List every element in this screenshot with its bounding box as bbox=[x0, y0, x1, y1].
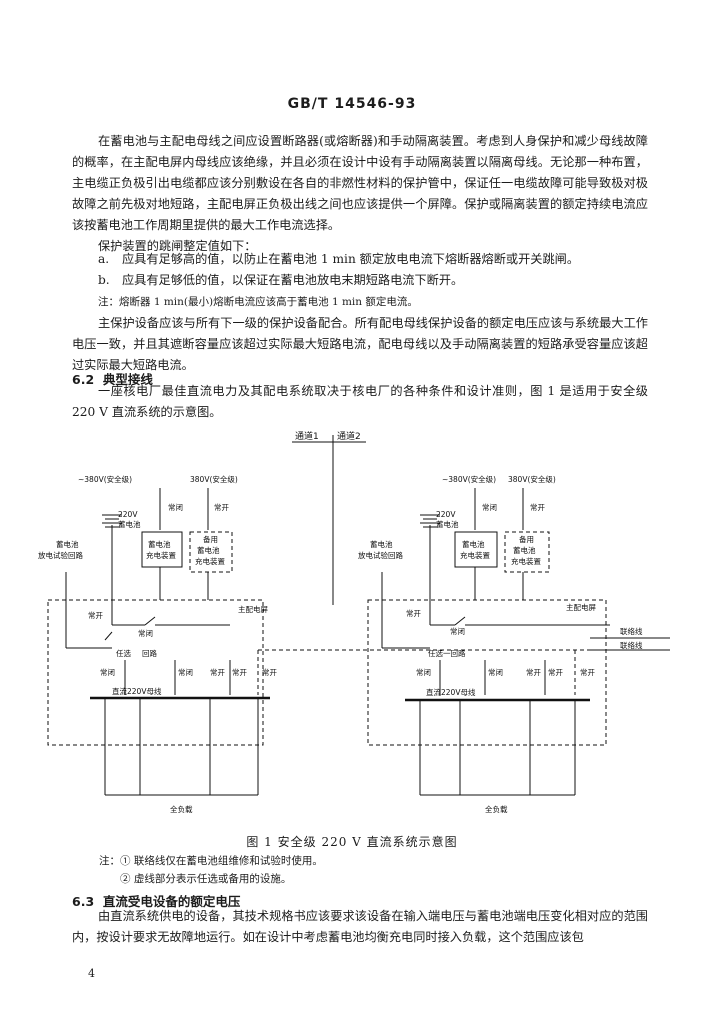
list-text-a: 应具有足够高的值，以防止在蓄电池 1 min 额定放电电流下熔断器熔断或开关跳闸… bbox=[122, 252, 580, 266]
right-test-loop-line-1: 蓄电池 bbox=[370, 539, 393, 549]
right-nc-1: 常闭 bbox=[482, 503, 497, 512]
figure-note-2: ② 虚线部分表示任选或备用的设施。 bbox=[120, 873, 292, 885]
right-tie-line-2: 联络线 bbox=[620, 640, 643, 650]
section-title: 典型接线 bbox=[102, 372, 153, 387]
right-no-4: 常开 bbox=[548, 668, 563, 677]
channel-1-label: 通道1 bbox=[295, 430, 319, 442]
left-charger-line-1: 蓄电池 bbox=[148, 539, 171, 549]
left-nc-1: 常闭 bbox=[168, 503, 183, 512]
left-charger-line-2: 充电装置 bbox=[146, 550, 176, 560]
left-full-load: 全负载 bbox=[170, 804, 193, 814]
right-ac-supply-1: ~380V(安全级) bbox=[442, 474, 496, 484]
list-marker-b: b. bbox=[98, 273, 110, 287]
page-number: 4 bbox=[88, 967, 95, 980]
left-nc-4: 常闭 bbox=[178, 668, 193, 677]
right-nc-4: 常闭 bbox=[488, 668, 503, 677]
left-ac-supply-1: ~380V(安全级) bbox=[78, 474, 132, 484]
left-no-1: 常开 bbox=[214, 503, 229, 512]
left-loop: 回路 bbox=[142, 648, 157, 658]
right-spare-charger-line-3: 充电装置 bbox=[511, 556, 541, 566]
right-optional-loop: 任选一回路 bbox=[428, 648, 466, 658]
left-spare-charger-line-2: 蓄电池 bbox=[197, 545, 220, 555]
left-spare-charger-line-3: 充电装置 bbox=[195, 556, 225, 566]
right-no-3: 常开 bbox=[526, 668, 541, 677]
right-main-panel: 主配电屏 bbox=[566, 602, 596, 612]
left-dc-bus: 直流220V母线 bbox=[112, 686, 162, 696]
paragraph-typical-wiring: 一座核电厂最佳直流电力及其配电系统取决于核电厂的各种条件和设计准则，图 1 是适… bbox=[72, 384, 648, 419]
right-dc-bus: 直流220V母线 bbox=[426, 687, 476, 697]
right-spare-charger-line-2: 蓄电池 bbox=[513, 545, 536, 555]
left-no-4: 常开 bbox=[232, 668, 247, 677]
right-tie-line-1: 联络线 bbox=[620, 626, 643, 636]
left-no-5: 常开 bbox=[262, 668, 277, 677]
right-nc-3: 常闭 bbox=[416, 668, 431, 677]
right-battery-voltage: 220V bbox=[436, 510, 456, 519]
figure-caption: 图 1 安全级 220 V 直流系统示意图 bbox=[246, 835, 458, 849]
left-battery-voltage: 220V bbox=[118, 510, 138, 519]
left-no-2: 常开 bbox=[88, 611, 103, 620]
right-spare-charger-line-1: 备用 bbox=[519, 534, 534, 544]
right-test-loop-line-2: 放电试验回路 bbox=[358, 550, 403, 560]
right-battery-label: 蓄电池 bbox=[436, 519, 459, 529]
paragraph-coordination: 主保护设备应该与所有下一级的保护设备配合。所有配电母线保护设备的额定电压应该与系… bbox=[72, 316, 648, 372]
right-no-2: 常开 bbox=[406, 609, 421, 618]
figure-note-1: 注：① 联络线仅在蓄电池组维修和试验时使用。 bbox=[99, 855, 323, 867]
left-nc-2: 常闭 bbox=[138, 629, 153, 638]
left-optional: 任选 bbox=[116, 648, 131, 658]
left-no-3: 常开 bbox=[210, 668, 225, 677]
left-spare-charger-line-1: 备用 bbox=[203, 534, 218, 544]
right-full-load: 全负载 bbox=[485, 804, 508, 814]
list-text-b: 应具有足够低的值，以保证在蓄电池放电末期短路电流下断开。 bbox=[122, 273, 464, 287]
dc-system-diagram: 通道1 通道2 ~380V(安全级) 380V(安全级) 220V 蓄 bbox=[38, 430, 670, 814]
left-battery-label: 蓄电池 bbox=[118, 519, 141, 529]
right-no-5: 常开 bbox=[580, 668, 595, 677]
right-ac-supply-2: 380V(安全级) bbox=[508, 474, 556, 484]
left-channel bbox=[47, 488, 270, 796]
right-channel bbox=[258, 488, 670, 796]
note-fuse: 注：熔断器 1 min(最小)熔断电流应该高于蓄电池 1 min 额定电流。 bbox=[98, 296, 418, 308]
section-6-3-heading: 6.3 直流受电设备的额定电压 bbox=[72, 891, 240, 910]
right-no-1: 常开 bbox=[530, 503, 545, 512]
list-item-a: a. 应具有足够高的值，以防止在蓄电池 1 min 额定放电电流下熔断器熔断或开关… bbox=[98, 249, 648, 267]
left-test-loop-line-2: 放电试验回路 bbox=[38, 550, 83, 560]
section-number: 6.2 bbox=[72, 372, 95, 387]
left-test-loop-line-1: 蓄电池 bbox=[56, 539, 79, 549]
section-6-2-heading: 6.2 典型接线 bbox=[72, 369, 153, 388]
channel-2-label: 通道2 bbox=[337, 430, 361, 442]
right-charger-line-1: 蓄电池 bbox=[462, 539, 485, 549]
left-main-panel: 主配电屏 bbox=[238, 604, 268, 614]
page-header: GB/T 14546-93 bbox=[287, 96, 417, 112]
left-nc-3: 常闭 bbox=[100, 668, 115, 677]
list-marker-a: a. bbox=[98, 252, 110, 266]
section-number: 6.3 bbox=[72, 894, 95, 909]
right-charger-line-2: 充电装置 bbox=[460, 550, 490, 560]
paragraph-rated-voltage: 由直流系统供电的设备，其技术规格书应该要求该设备在输入端电压与蓄电池端电压变化相… bbox=[72, 909, 648, 944]
paragraph-trip-settings: 保护装置的跳闸整定值如下： bbox=[98, 239, 257, 253]
section-title: 直流受电设备的额定电压 bbox=[102, 894, 241, 909]
right-nc-2: 常闭 bbox=[450, 627, 465, 636]
left-ac-supply-2: 380V(安全级) bbox=[190, 474, 238, 484]
list-item-b: b. 应具有足够低的值，以保证在蓄电池放电末期短路电流下断开。 bbox=[98, 270, 648, 288]
paragraph-protection: 在蓄电池与主配电母线之间应设置断路器(或熔断器)和手动隔离装置。考虑到人身保护和… bbox=[72, 134, 648, 232]
